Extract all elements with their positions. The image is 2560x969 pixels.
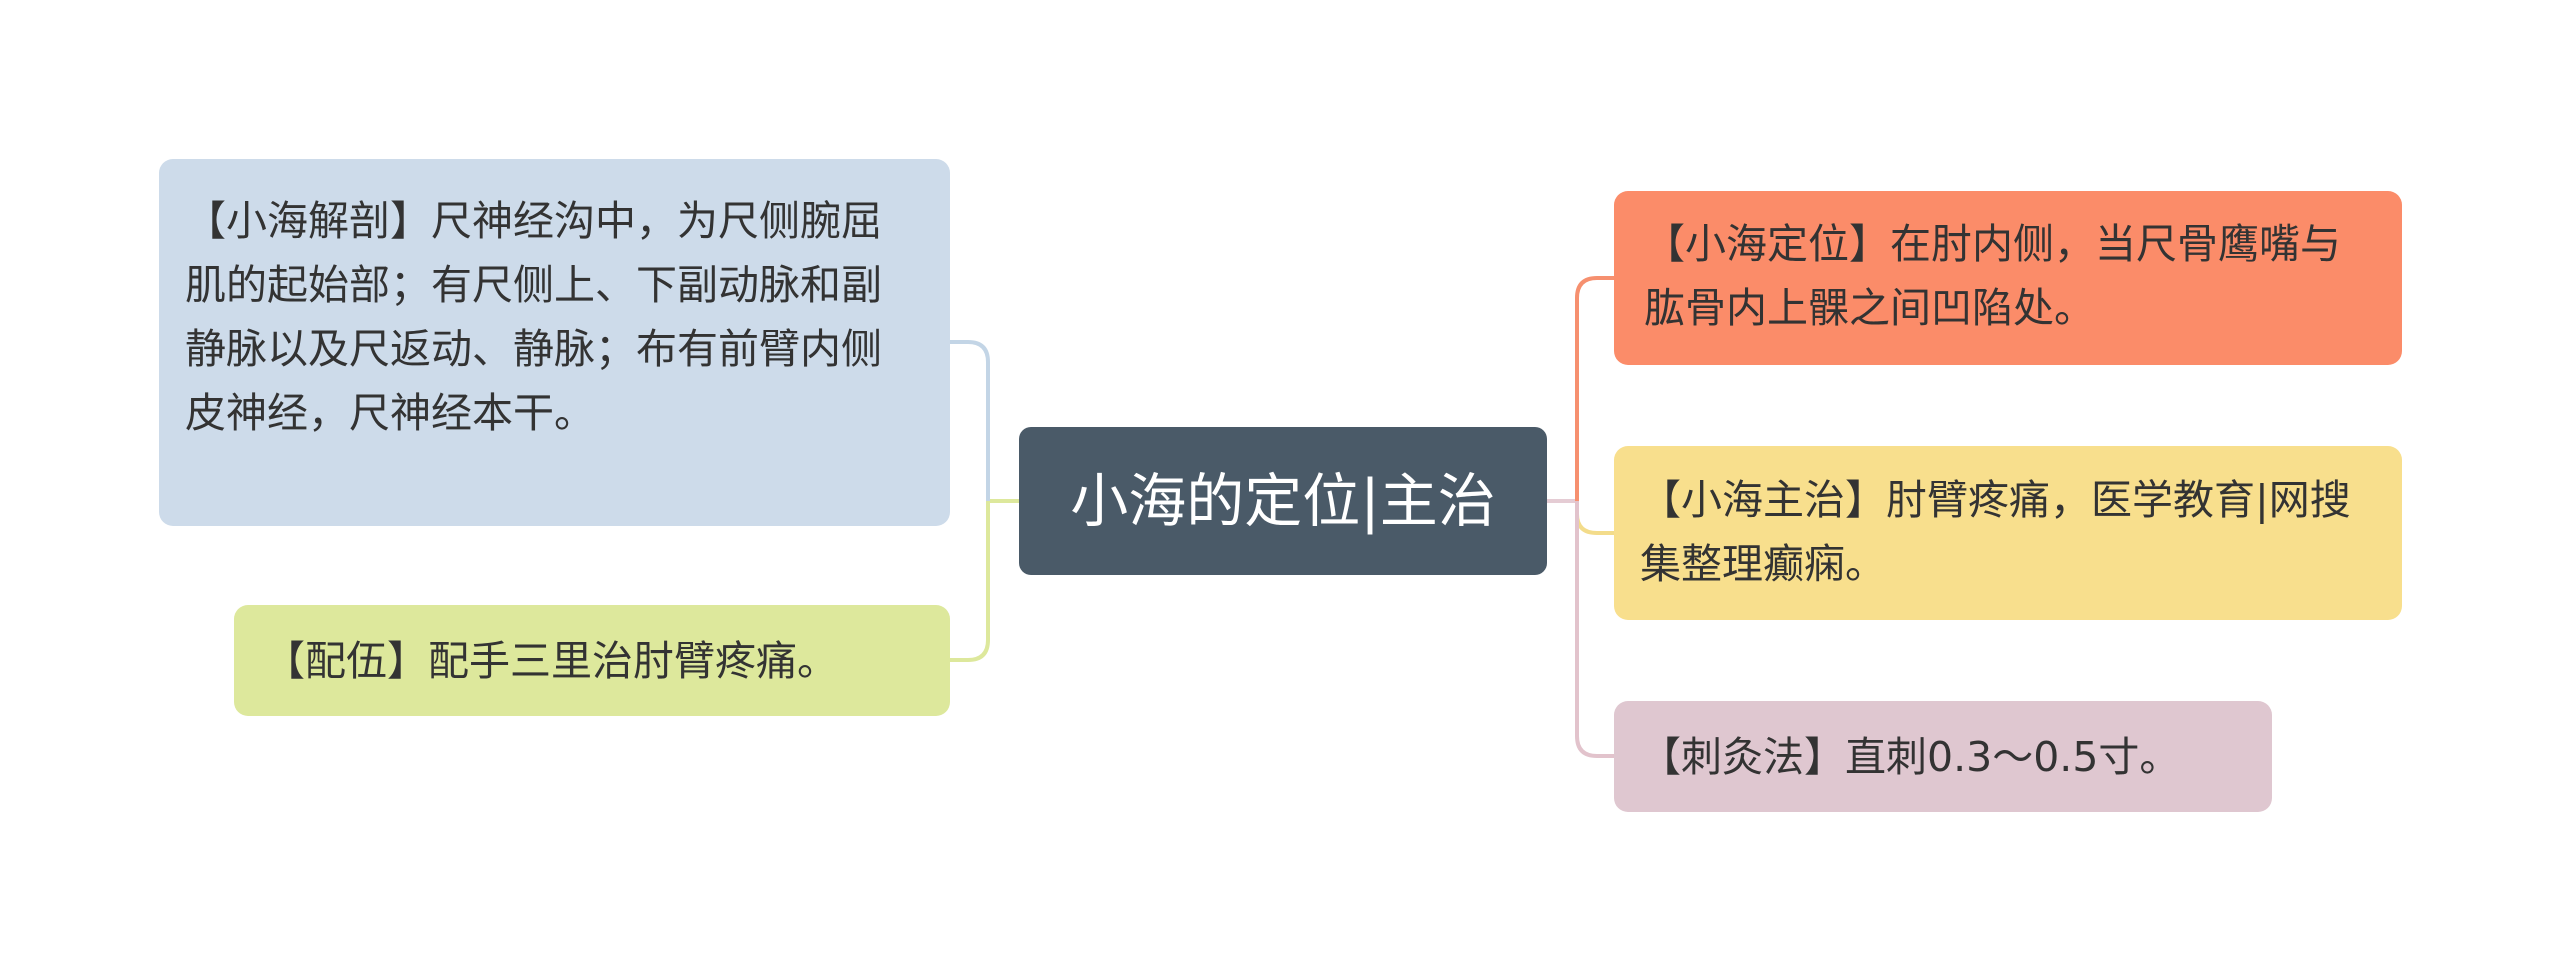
connector-location (1575, 276, 1614, 501)
topic-needling-method[interactable]: 【刺灸法】直刺0.3～0.5寸。 (1614, 701, 2272, 812)
topic-indication-text: 【小海主治】肘臂疼痛，医学教育|网搜集整理癫痫。 (1640, 476, 2351, 588)
topic-anatomy-text: 【小海解剖】尺神经沟中，为尺侧腕屈肌的起始部；有尺侧上、下副动脉和副静脉以及尺返… (185, 197, 882, 437)
connector-combo (950, 501, 990, 662)
topic-combination[interactable]: 【配伍】配手三里治肘臂疼痛。 (234, 605, 950, 716)
topic-location-text: 【小海定位】在肘内侧，当尺骨鹰嘴与肱骨内上髁之间凹陷处。 (1644, 220, 2341, 332)
central-topic-label: 小海的定位|主治 (1070, 467, 1496, 535)
central-topic[interactable]: 小海的定位|主治 (1019, 427, 1547, 575)
topic-indication[interactable]: 【小海主治】肘臂疼痛，医学教育|网搜集整理癫痫。 (1614, 446, 2402, 620)
connector-anatomy (950, 340, 990, 501)
connector-indication (1575, 501, 1614, 535)
connector-needling (1575, 501, 1614, 758)
topic-needling-method-text: 【刺灸法】直刺0.3～0.5寸。 (1640, 732, 2181, 781)
topic-combination-text: 【配伍】配手三里治肘臂疼痛。 (264, 636, 838, 685)
topic-anatomy[interactable]: 【小海解剖】尺神经沟中，为尺侧腕屈肌的起始部；有尺侧上、下副动脉和副静脉以及尺返… (159, 159, 950, 526)
topic-location[interactable]: 【小海定位】在肘内侧，当尺骨鹰嘴与肱骨内上髁之间凹陷处。 (1614, 191, 2402, 365)
